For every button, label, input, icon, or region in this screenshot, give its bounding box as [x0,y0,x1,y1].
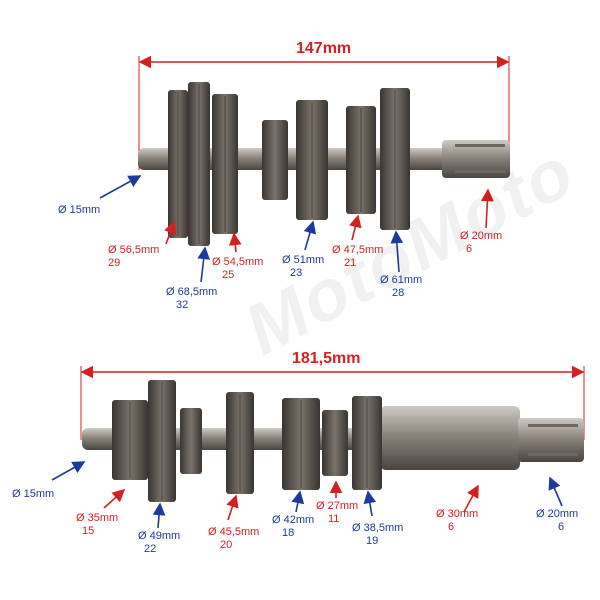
top-gears [168,82,410,246]
bottom-arrows [51,461,563,529]
top-arrows [99,175,494,283]
bottom-shaft [51,365,585,529]
top-length-label: 147mm [296,40,352,57]
bottom-gears [112,380,382,502]
bottom-label-b1: Ø 15mm [12,488,55,500]
bottom-length-label: 181,5mm [292,350,361,367]
top-label-t1: Ø 15mm [58,204,101,216]
top-shaft [99,55,510,283]
